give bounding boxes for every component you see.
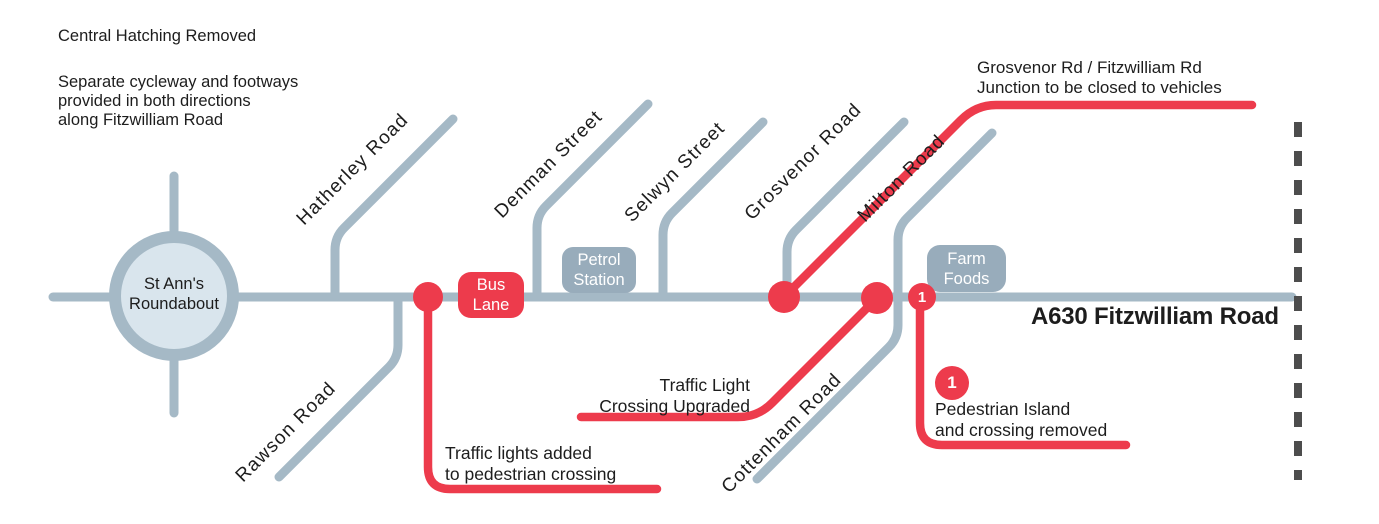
road-rawson (274, 292, 403, 482)
junction-closure-line (779, 100, 1257, 302)
road-milton (893, 128, 997, 302)
farm-foods-badge-label: Farm Foods (943, 249, 990, 288)
road-cottenham (752, 292, 903, 484)
petrol-station-badge-label: Petrol Station (573, 251, 625, 289)
note-lights-added: Traffic lights added to pedestrian cross… (445, 443, 617, 484)
road-hatherley (330, 114, 458, 302)
note-junction-closed: Grosvenor Rd / Fitzwilliam Rd Junction t… (977, 58, 1222, 97)
bus-lane-badge-label: Bus Lane (472, 276, 510, 314)
dashed-boundary-line (1294, 122, 1302, 480)
lights-added-line (423, 292, 662, 494)
note-cycleway: Separate cycleway and footways provided … (58, 73, 299, 129)
bus-lane-badge: Bus Lane (458, 272, 524, 318)
grosvenor-junction-node (768, 281, 800, 313)
island-node-marker: 1 (908, 283, 936, 311)
road-denman (532, 99, 653, 302)
roundabout-circle (109, 231, 239, 361)
road-grosvenor (782, 117, 909, 302)
pedestrian-crossing-node (413, 282, 443, 312)
note-crossing-upgraded: Traffic Light Crossing Upgraded (599, 375, 750, 416)
island-callout-marker: 1 (935, 366, 969, 400)
island-removed-line (915, 292, 1131, 450)
crossing-upgraded-line (576, 293, 882, 422)
main-road-label: A630 Fitzwilliam Road (1031, 303, 1279, 330)
cottenham-junction-node (861, 282, 893, 314)
road-selwyn (658, 117, 768, 302)
roundabout-label: St Ann's Roundabout (129, 275, 219, 313)
petrol-station-badge: Petrol Station (562, 247, 636, 293)
farm-foods-badge: Farm Foods (927, 245, 1006, 292)
note-island-removed: Pedestrian Island and crossing removed (935, 399, 1108, 440)
note-central-hatching: Central Hatching Removed (58, 27, 257, 45)
